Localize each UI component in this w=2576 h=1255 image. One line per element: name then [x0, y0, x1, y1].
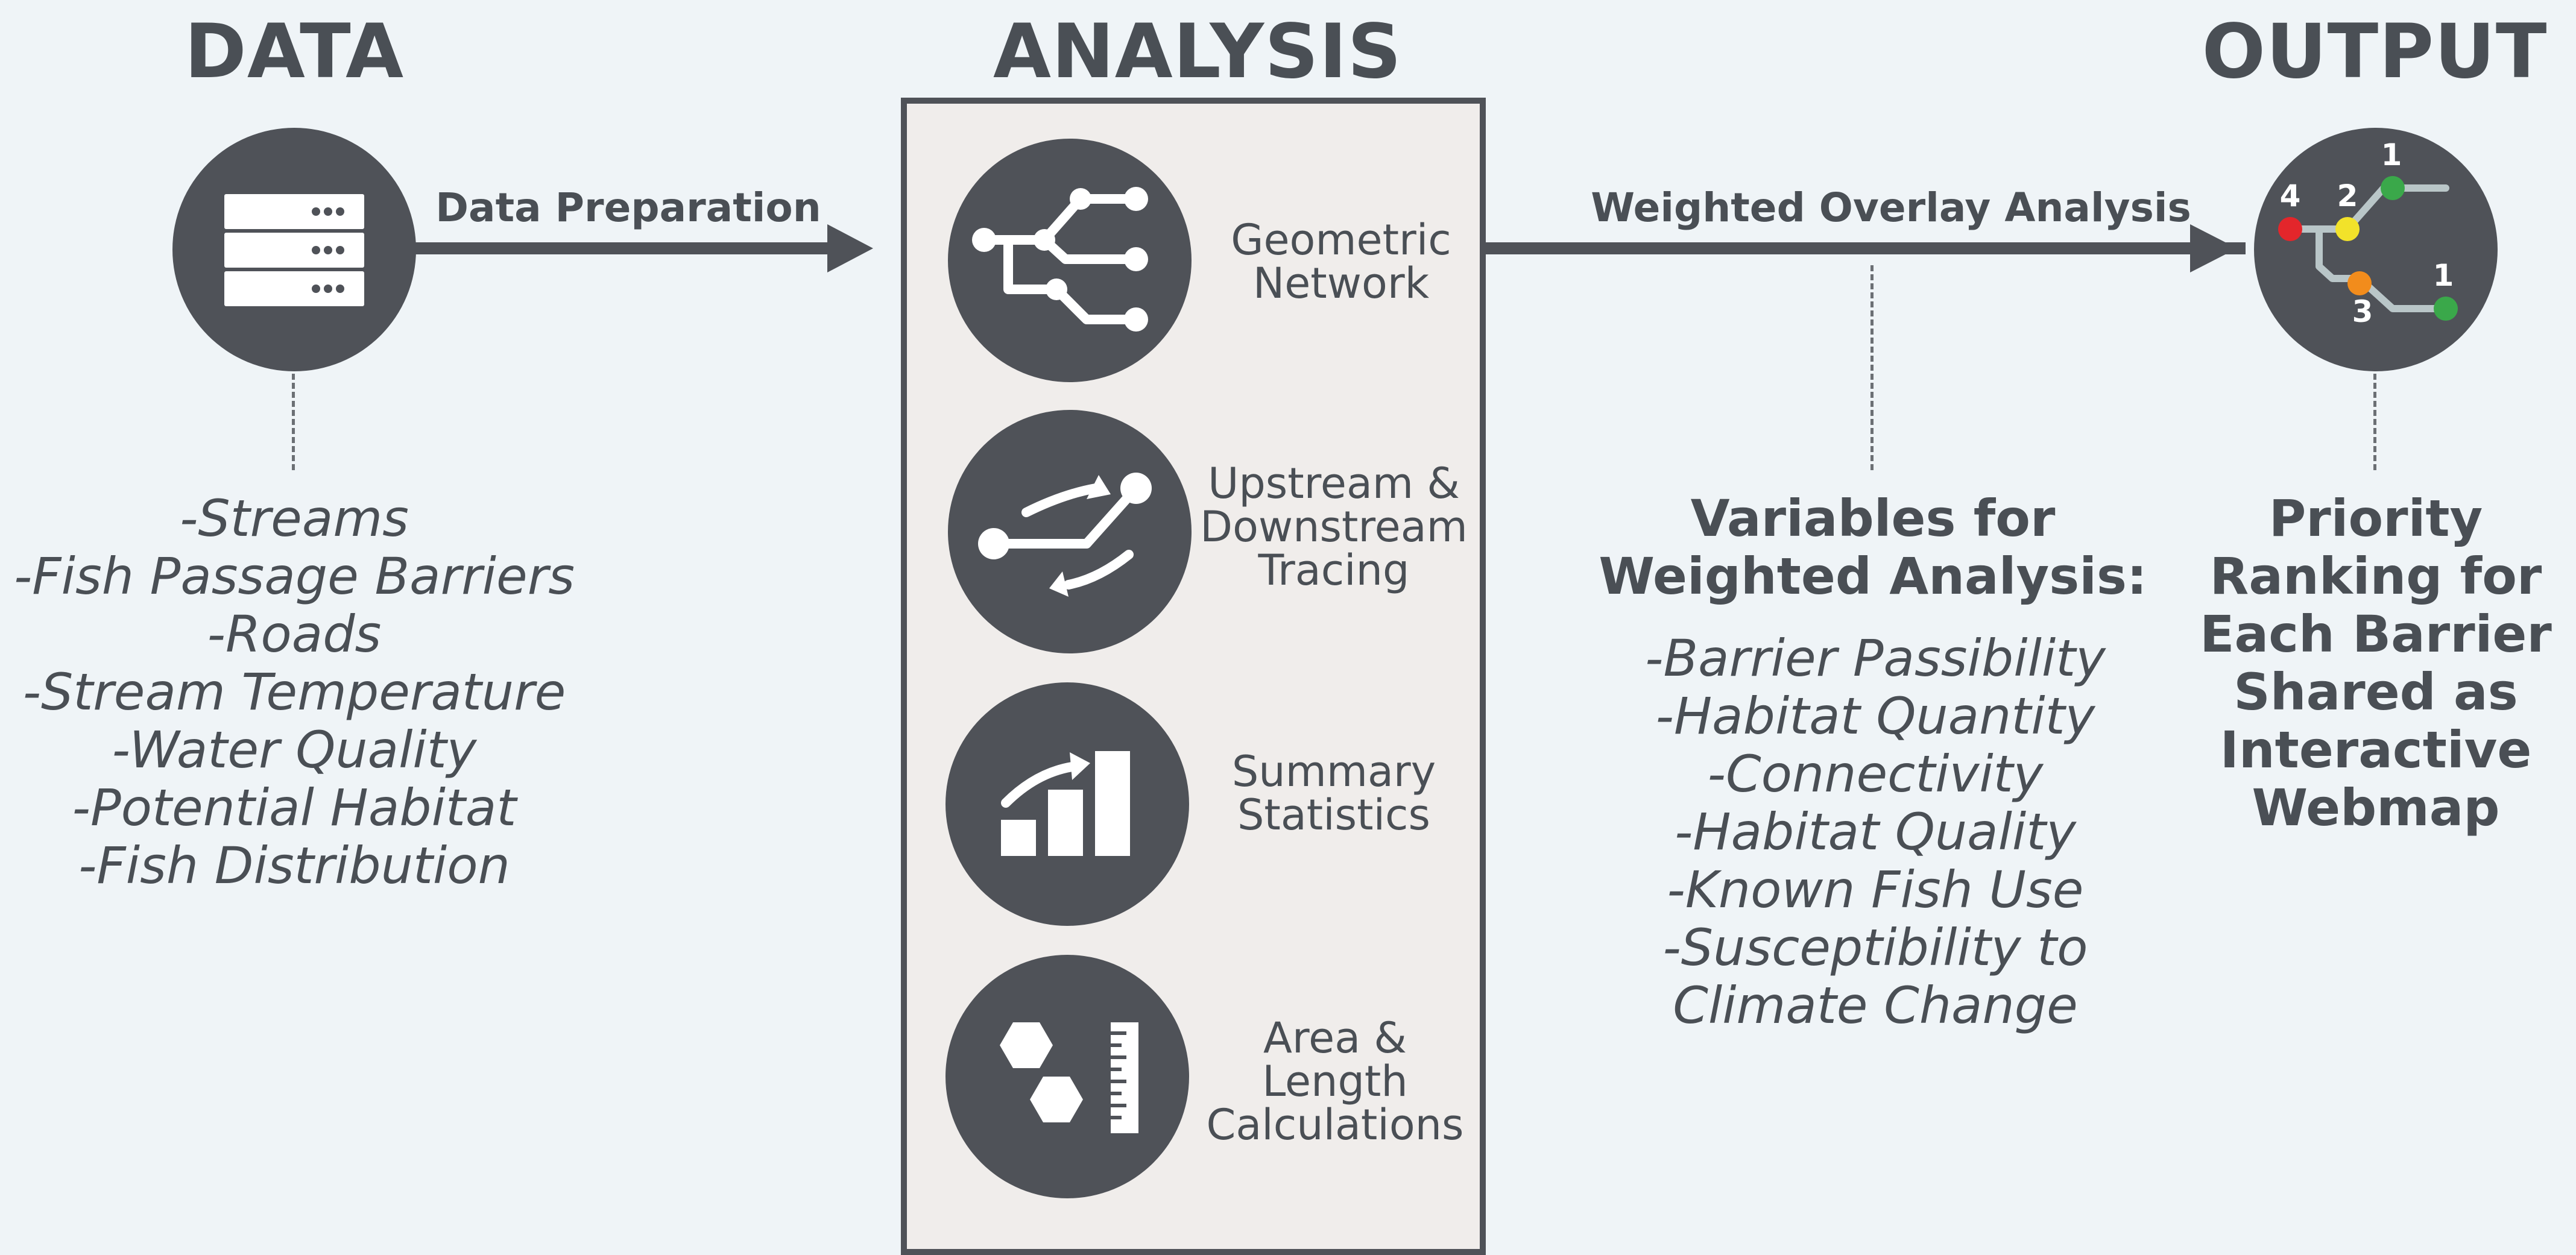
data-input-item: -Roads: [207, 605, 382, 664]
tracing-icon: [978, 473, 1152, 597]
rank-label: 2: [2337, 178, 2358, 213]
arrow-head-weighted: [2190, 224, 2237, 272]
rank-marker-red: [2278, 217, 2302, 241]
data-dashed-connector: [292, 374, 295, 470]
database-circle: [172, 128, 416, 371]
arrow-shaft-data-prep: [410, 242, 832, 254]
database-server-icon: [224, 194, 364, 306]
upstream-downstream-label: Upstream & Downstream Tracing: [1200, 459, 1468, 595]
analysis-heading: ANALYSIS: [993, 8, 1402, 95]
bar-chart-icon: [1001, 751, 1130, 856]
output-heading: OUTPUT: [2202, 8, 2548, 95]
geometric-network-label: Geometric Network: [1231, 215, 1451, 308]
rank-label: 1: [2433, 258, 2454, 293]
variable-item: -Habitat Quantity: [1655, 687, 2095, 746]
output-description: Priority Ranking for Each Barrier Shared…: [2200, 489, 2552, 837]
connector-arrows: [410, 224, 2246, 272]
data-preparation-label: Data Preparation: [435, 184, 821, 231]
area-length-label: Area & Length Calculations: [1206, 1013, 1464, 1150]
variable-item: -Susceptibility to: [1662, 918, 2088, 977]
area-length-circle: [945, 955, 1189, 1198]
statistics-circle: [945, 682, 1189, 926]
variables-title: Variables for Weighted Analysis:: [1599, 489, 2147, 606]
rank-marker-orange: [2347, 271, 2372, 295]
hexagon-ruler-icon: [1000, 1022, 1138, 1133]
rank-marker-green-bottom: [2434, 297, 2458, 321]
data-input-item: -Stream Temperature: [22, 662, 566, 722]
rank-marker-yellow: [2335, 217, 2360, 241]
output-dashed-connector: [2373, 374, 2376, 470]
weighted-overlay-label: Weighted Overlay Analysis: [1591, 184, 2191, 231]
ranked-map-icon: 4 2 1 3 1: [2278, 137, 2458, 329]
data-input-item: -Water Quality: [112, 720, 477, 779]
output-map-circle: 4 2 1 3 1: [2254, 128, 2498, 371]
variable-item: -Connectivity: [1707, 744, 2044, 804]
data-input-item: -Fish Distribution: [78, 836, 510, 895]
arrow-shaft-weighted: [1486, 242, 2246, 254]
network-icon: [972, 187, 1148, 332]
variable-item: -Known Fish Use: [1667, 860, 2084, 919]
data-heading: DATA: [184, 8, 405, 95]
variable-item: -Barrier Passibility: [1645, 629, 2106, 688]
rank-label: 4: [2280, 178, 2301, 213]
arrow-head-data-prep: [827, 224, 873, 272]
network-circle: [948, 139, 1192, 382]
rank-marker-green-top: [2381, 176, 2405, 200]
rank-label: 1: [2381, 137, 2402, 172]
data-input-item: -Potential Habitat: [72, 778, 517, 837]
rank-label: 3: [2352, 294, 2373, 329]
tracing-circle: [948, 410, 1192, 653]
variables-dashed-connector: [1870, 265, 1874, 470]
variable-item: Climate Change: [1673, 976, 2078, 1035]
variables-list: -Barrier Passibility -Habitat Quantity -…: [1645, 629, 2106, 1034]
data-inputs-list: -Streams -Fish Passage Barriers -Roads -…: [14, 489, 575, 895]
summary-statistics-label: Summary Statistics: [1231, 747, 1436, 840]
data-input-item: -Fish Passage Barriers: [14, 547, 575, 606]
variable-item: -Habitat Quality: [1675, 802, 2076, 861]
data-input-item: -Streams: [180, 489, 409, 548]
